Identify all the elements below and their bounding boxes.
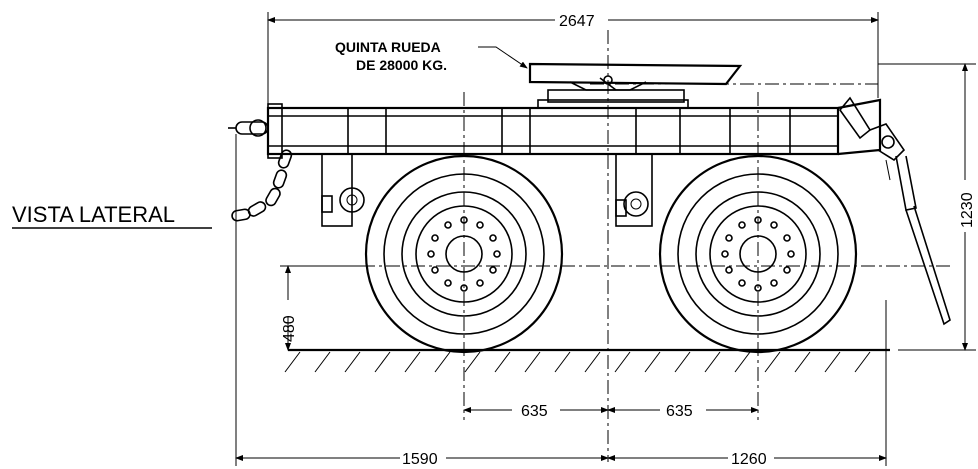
dim-front-to-center-text: 1590 — [402, 451, 438, 468]
callout: QUINTA RUEDA DE 28000 KG. — [335, 39, 528, 73]
dim-center-to-rear-text: 1260 — [731, 451, 767, 468]
fifth-wheel — [528, 62, 743, 109]
view-title-text: VISTA LATERAL — [12, 202, 175, 227]
rear-beam-end — [837, 98, 882, 156]
dimension-overall-height: 1230 — [878, 63, 976, 351]
suspension — [321, 153, 653, 227]
dim-overall-height-text: 1230 — [959, 192, 976, 228]
ground — [284, 348, 890, 373]
front-beam-end — [267, 103, 283, 159]
dimension-bottom: 1590 1260 — [235, 134, 887, 468]
fifth-wheel-plate — [528, 62, 743, 86]
dimension-overall-length: 2647 — [267, 12, 879, 104]
safety-chain — [231, 149, 293, 222]
dim-axle-spacing-left-text: 635 — [521, 403, 548, 420]
tow-eye — [228, 119, 269, 137]
view-title: VISTA LATERAL — [12, 202, 212, 229]
dimension-axle-height: 480 — [280, 265, 364, 351]
ground-hatch — [284, 351, 871, 373]
callout-line2: DE 28000 KG. — [356, 57, 447, 73]
rear-mudflap — [838, 96, 951, 326]
main-beam — [266, 106, 840, 156]
dim-axle-height-text: 480 — [281, 315, 298, 342]
callout-line1: QUINTA RUEDA — [335, 39, 441, 55]
dimension-axle-spacing: 635 635 — [463, 403, 759, 420]
callout-leader — [478, 46, 528, 69]
dim-axle-spacing-right-text: 635 — [666, 403, 693, 420]
centerlines — [286, 30, 950, 462]
dim-overall-length-text: 2647 — [559, 13, 595, 30]
